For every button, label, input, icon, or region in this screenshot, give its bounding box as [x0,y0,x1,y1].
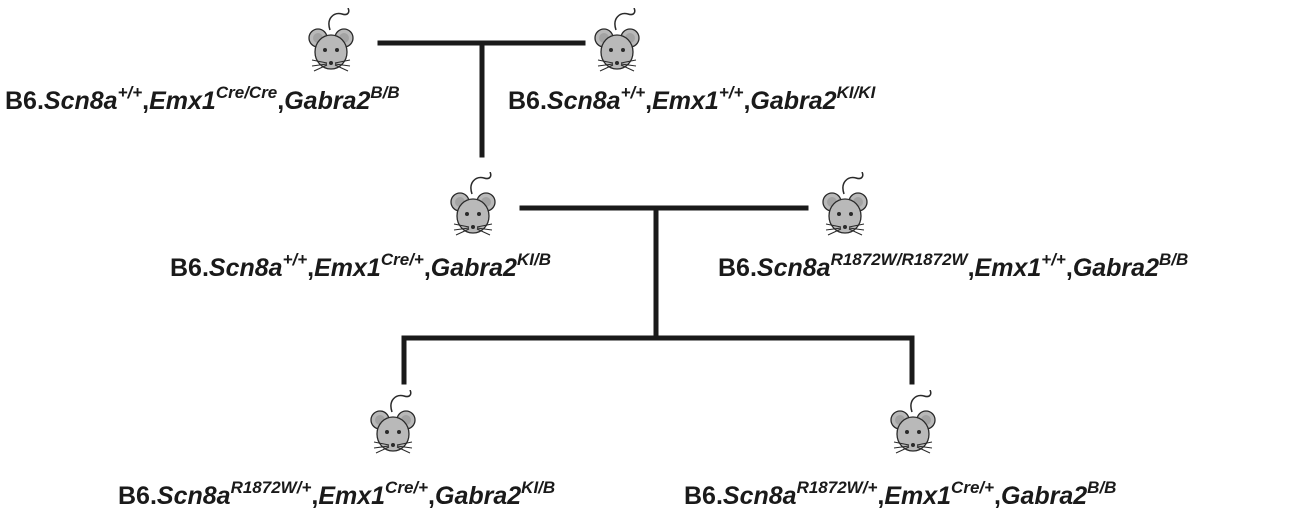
mouse-icon [292,7,372,83]
genotype-label-f1-2: B6.Scn8aR1872W/R1872W,Emx1+/+,Gabra2B/B [718,249,1189,282]
mouse-icon [578,7,658,83]
genotype-label-offspring-1: B6.Scn8aR1872W/+,Emx1Cre/+,Gabra2KI/B [118,477,556,510]
genotype-label-f1-1: B6.Scn8a+/+,Emx1Cre/+,Gabra2KI/B [170,249,551,282]
genotype-label-parent-1: B6.Scn8a+/+,Emx1Cre/Cre,Gabra2B/B [5,82,400,115]
mouse-icon [806,171,886,247]
genotype-label-parent-2: B6.Scn8a+/+,Emx1+/+,Gabra2KI/KI [508,82,876,115]
genotype-label-offspring-2: B6.Scn8aR1872W/+,Emx1Cre/+,Gabra2B/B [684,477,1117,510]
mouse-icon [434,171,514,247]
mouse-icon [874,389,954,465]
mouse-icon [354,389,434,465]
